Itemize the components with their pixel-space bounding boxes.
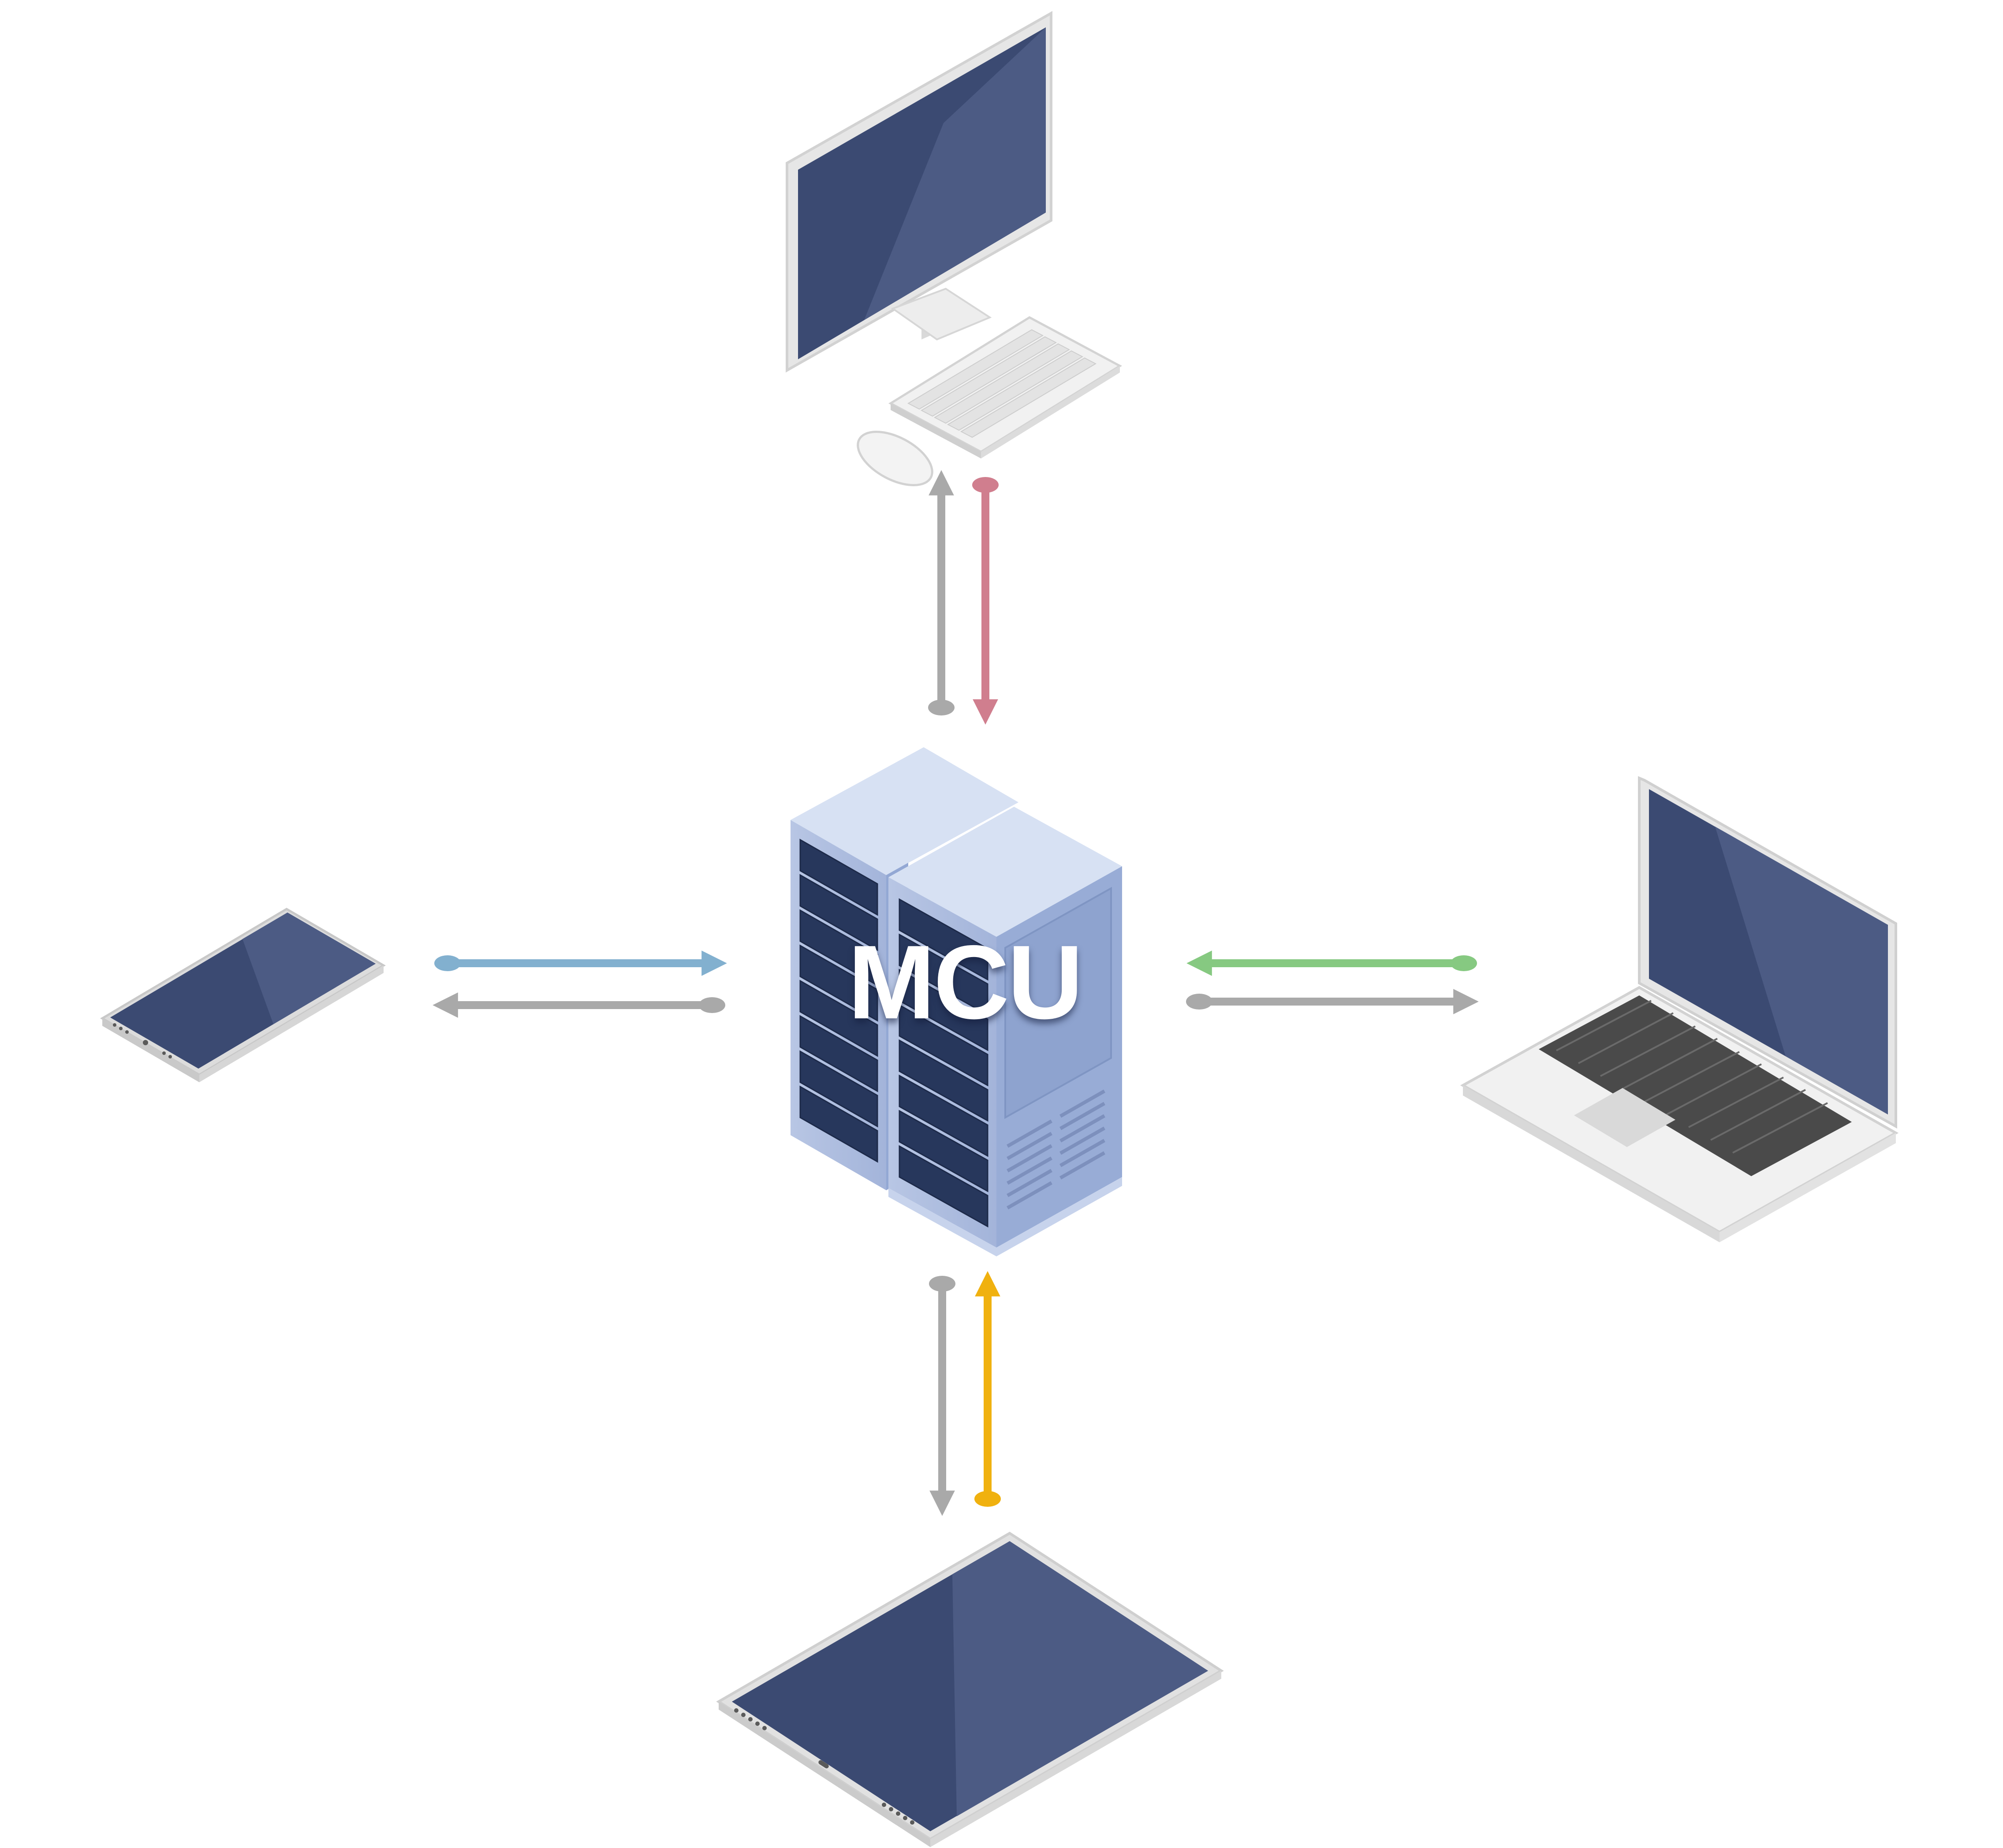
smartphone-icon bbox=[100, 908, 386, 1082]
mouse-icon bbox=[857, 430, 933, 487]
phone-link-arrows bbox=[433, 950, 727, 1018]
desktop-link-arrows bbox=[928, 470, 999, 725]
laptop-link-arrows bbox=[1186, 950, 1479, 1014]
tablet-link-arrows bbox=[929, 1271, 1001, 1516]
keyboard-icon bbox=[888, 316, 1122, 458]
server-label: MCU bbox=[847, 924, 1083, 1041]
laptop-icon bbox=[1460, 776, 1899, 1242]
desktop-computer-icon bbox=[786, 11, 1122, 487]
laptop-trackpad bbox=[1574, 1088, 1675, 1147]
server-icon bbox=[791, 747, 1122, 1256]
tablet-icon bbox=[716, 1531, 1224, 1847]
